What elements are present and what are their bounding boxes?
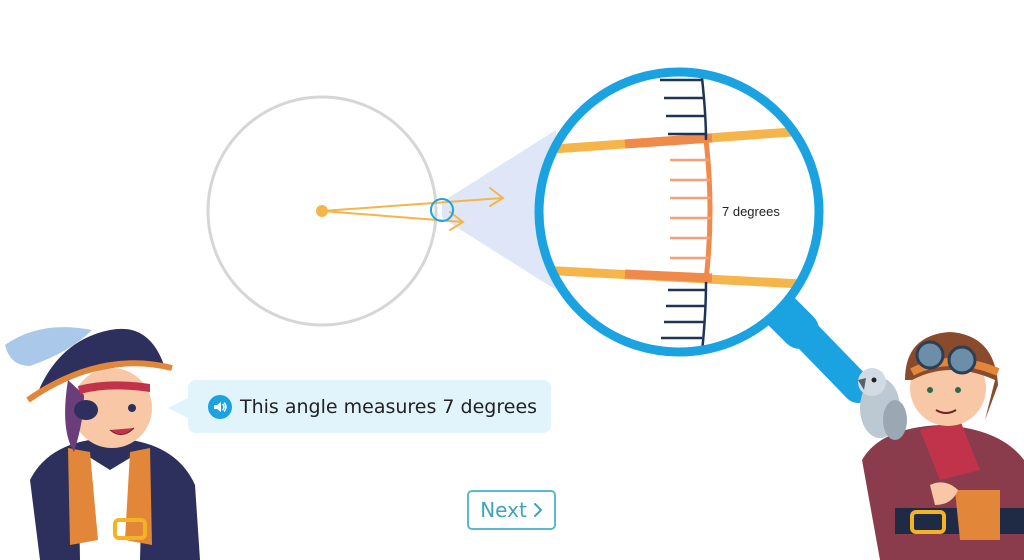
angle-vertex [316,205,328,217]
prompt-text: This angle measures 7 degrees [240,395,538,418]
magnifier-rim [534,67,824,357]
pirate-captain-character [5,327,200,560]
magnifier-lens [543,76,815,348]
next-button[interactable]: Next [467,490,556,530]
zoom-cone [442,130,556,290]
reference-circle [206,95,438,327]
chevron-right-icon [533,503,542,517]
next-label: Next [480,498,527,522]
magnifier-label: 7 degrees [722,204,780,219]
speech-bubble: This angle measures 7 degrees [168,380,551,433]
magnifier-handle [761,291,873,403]
zoom-target-ring [430,198,454,222]
pirate-aviator-character [858,332,1024,560]
speaker-icon[interactable] [208,394,232,419]
